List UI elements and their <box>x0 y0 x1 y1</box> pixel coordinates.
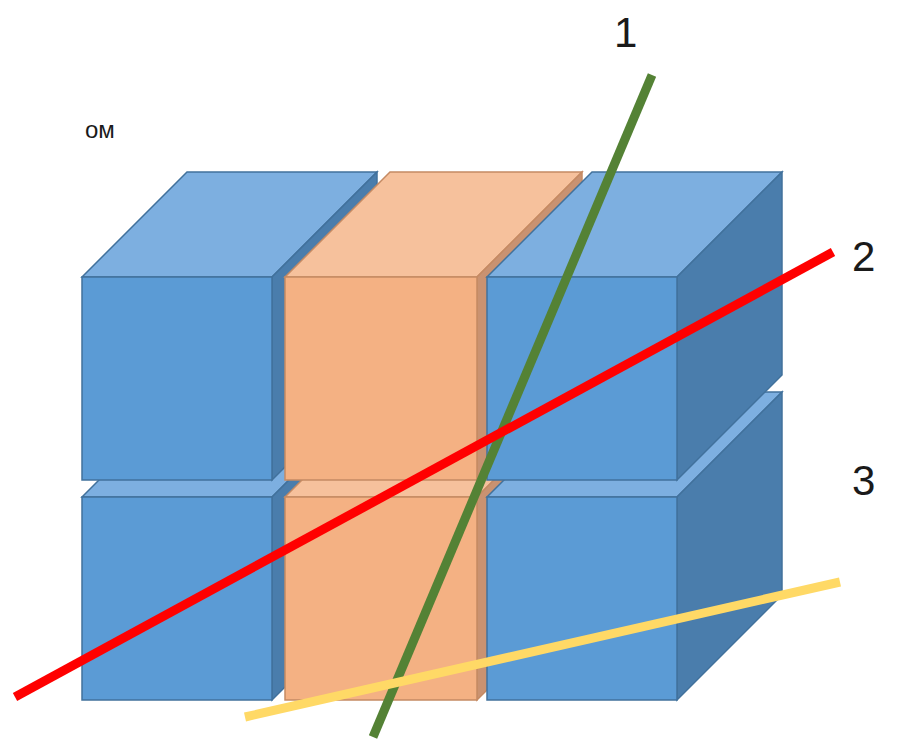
cube-front-face <box>82 277 272 480</box>
cube-front-face <box>487 497 677 700</box>
yellow-line <box>245 582 840 717</box>
cube-front-face <box>487 277 677 480</box>
cube-front-face <box>82 497 272 700</box>
callout-number: 3 <box>852 460 875 502</box>
callout-number: 1 <box>614 12 637 54</box>
partial-text: ом <box>85 118 115 142</box>
cube <box>487 172 782 480</box>
red-line <box>15 252 833 697</box>
callout-number: 2 <box>852 236 875 278</box>
cube-front-face <box>285 277 477 480</box>
